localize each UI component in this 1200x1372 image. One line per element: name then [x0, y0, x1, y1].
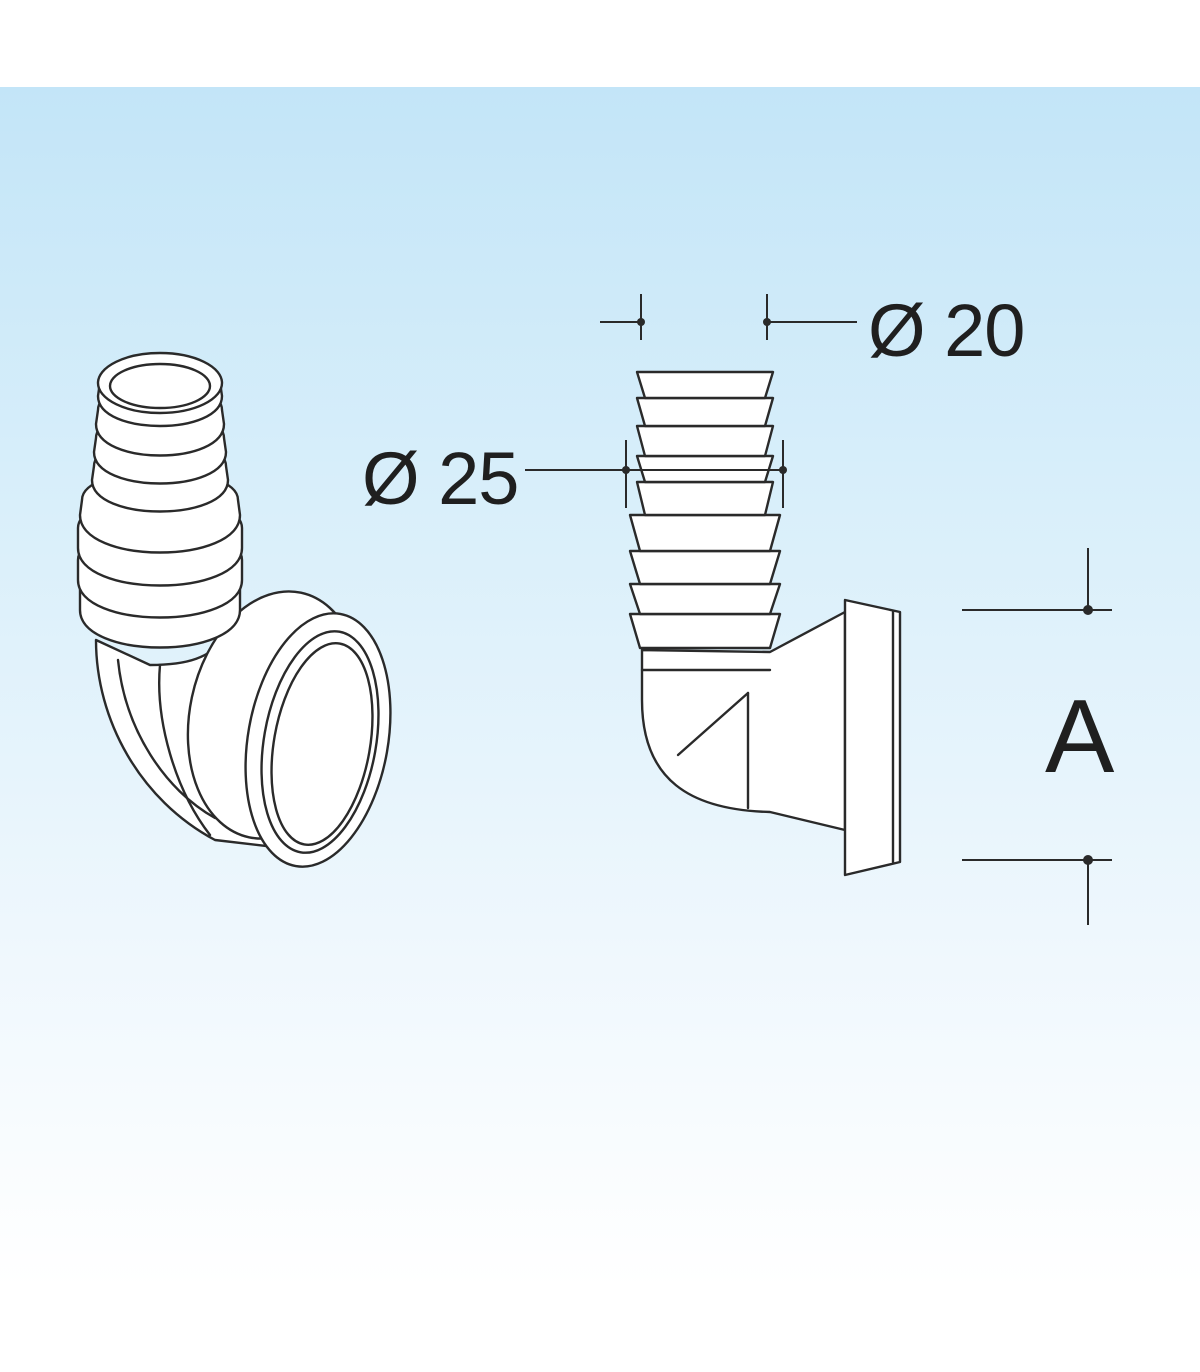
- elbow-fitting-elevation: Ø 20 Ø 25 A: [362, 289, 1115, 925]
- elevation-rib: [628, 513, 782, 553]
- elevation-rib: [635, 370, 775, 400]
- small-diameter-label: Ø 20: [868, 289, 1024, 372]
- outlet-ring-middle: [260, 630, 380, 854]
- elevation-flange: [843, 598, 902, 877]
- dimension-large-diameter: Ø 25: [362, 437, 787, 520]
- hose-mouth-inner: [108, 362, 212, 410]
- elevation-rib: [635, 396, 775, 428]
- dimension-height: A: [962, 548, 1115, 925]
- elevation-rib: [628, 549, 782, 586]
- elbow-contour: [116, 658, 217, 820]
- elevation-ribs: [628, 370, 782, 650]
- height-label: A: [1045, 679, 1115, 795]
- ribbed-hose-tail: [76, 351, 244, 649]
- elevation-rib: [635, 480, 775, 517]
- dimension-small-diameter: Ø 20: [600, 289, 1025, 372]
- elbow-fitting-isometric: [76, 351, 392, 868]
- elevation-elbow-seam: [676, 691, 750, 757]
- elevation-elbow: [640, 610, 847, 832]
- elbow-contour: [158, 663, 212, 837]
- elevation-rib: [628, 612, 782, 650]
- elevation-rib: [635, 424, 775, 458]
- outlet-ring-inner: [270, 642, 374, 846]
- large-diameter-label: Ø 25: [362, 437, 518, 520]
- elevation-rib: [628, 582, 782, 616]
- hose-mouth-outer: [96, 351, 224, 415]
